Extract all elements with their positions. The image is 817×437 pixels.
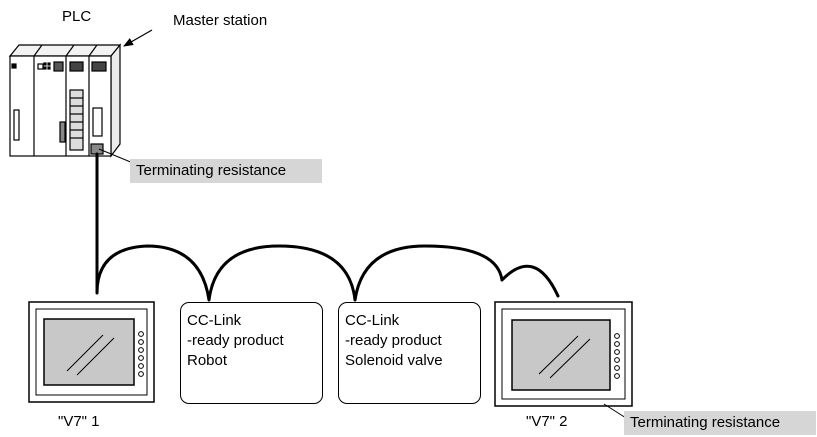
- terminating-resistance-plc-label: Terminating resistance: [130, 159, 322, 183]
- terminating-leader-plc: [98, 148, 134, 164]
- plc-rack-icon: [8, 43, 122, 158]
- master-station-label: Master station: [173, 12, 268, 29]
- v7-1-label: "V7" 1: [58, 413, 100, 430]
- robot-device-box: CC-Link -ready product Robot: [180, 302, 323, 404]
- solenoid-device-line3: Solenoid valve: [345, 352, 443, 369]
- cc-link-cable: [95, 152, 560, 302]
- v7-1-panel-icon: [28, 301, 155, 403]
- terminating-resistance-v7-2-label: Terminating resistance: [624, 411, 816, 435]
- terminating-leader-v7-2: [603, 403, 627, 419]
- plc-label: PLC: [62, 8, 92, 25]
- robot-device-line3: Robot: [187, 352, 228, 369]
- v7-2-panel-icon: [494, 301, 633, 407]
- v7-2-label: "V7" 2: [526, 413, 568, 430]
- solenoid-device-line1: CC-Link: [345, 312, 400, 329]
- master-station-arrow: [123, 29, 153, 47]
- robot-device-line1: CC-Link: [187, 312, 242, 329]
- robot-device-line2: -ready product: [187, 332, 284, 349]
- solenoid-device-line2: -ready product: [345, 332, 442, 349]
- solenoid-device-box: CC-Link -ready product Solenoid valve: [338, 302, 481, 404]
